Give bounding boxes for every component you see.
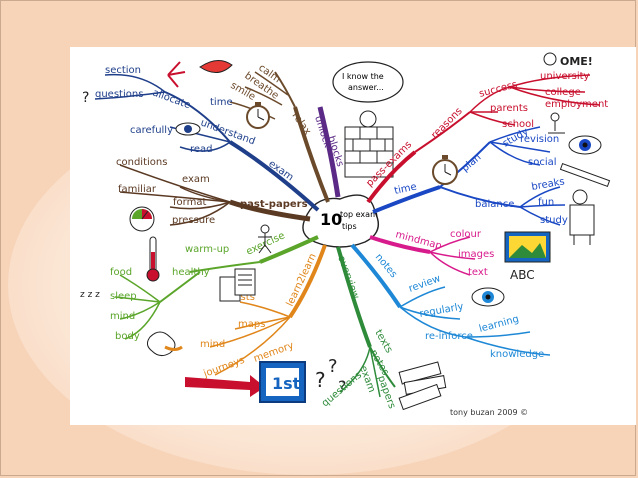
zzz-icon: z z z xyxy=(80,290,100,300)
label-balance: balance xyxy=(475,199,514,210)
stick-figure-icon xyxy=(258,224,272,254)
label-college: college xyxy=(545,87,581,98)
label-revision: revision xyxy=(520,134,559,145)
label-body: body xyxy=(115,331,140,342)
eye-icon-time xyxy=(568,135,602,155)
speech-bubble: I know the answer... xyxy=(332,61,404,103)
lists-icon xyxy=(219,268,256,302)
label-past-papers: past-papers xyxy=(240,199,308,210)
label-questions-exam: questions xyxy=(95,89,143,100)
question-mark-3: ? xyxy=(338,377,347,396)
label-allocate: allocate xyxy=(151,87,192,111)
label-school: school xyxy=(502,119,534,130)
center-number: 10 xyxy=(320,210,342,229)
label-knowledge: knowledge xyxy=(490,349,544,360)
eye-icon-exam xyxy=(175,122,201,136)
label-success: success xyxy=(478,79,519,100)
ome-figure-icon: OME! xyxy=(543,52,593,68)
mindmap-diagram: 10 top exam tips unlock blocks I know th… xyxy=(80,52,611,417)
label-social: social xyxy=(528,157,557,168)
first-label: 1st xyxy=(272,374,301,393)
bubble-line-2: answer... xyxy=(348,83,384,92)
label-colour: colour xyxy=(450,229,482,240)
brain-icon xyxy=(146,331,183,357)
branch-time: time plan study revision social balance … xyxy=(372,112,611,245)
question-mark-icon: ? xyxy=(82,90,89,106)
label-review: review xyxy=(407,273,442,295)
gauge-icon xyxy=(129,206,155,232)
label-section: section xyxy=(105,65,141,76)
label-questions-ov: questions xyxy=(320,370,364,410)
mindmap-card: 10 top exam tips unlock blocks I know th… xyxy=(70,47,636,425)
lips-icon xyxy=(199,60,233,73)
abc-label: ABC xyxy=(510,268,535,282)
first-place-box: 1st ? ? ? xyxy=(185,356,347,403)
center-line-3: tips xyxy=(342,222,357,231)
bubble-line-1: I know the xyxy=(342,72,384,81)
branch-unlock-blocks: unlock blocks xyxy=(312,106,345,198)
red-arrow-icon xyxy=(185,375,265,397)
label-carefully: carefully xyxy=(130,125,173,136)
abc-arrows-icon xyxy=(167,61,186,88)
label-familiar: familiar xyxy=(118,184,157,195)
studying-figure-icon xyxy=(548,112,565,134)
ome-label: OME! xyxy=(560,55,593,68)
label-fun: fun xyxy=(538,197,554,208)
question-mark-1: ? xyxy=(315,368,326,392)
brick-wall-image xyxy=(344,110,394,178)
branch-mindmap: mindmap colour images text ABC xyxy=(369,229,551,282)
label-time-relax: time xyxy=(210,97,233,108)
label-sleep: sleep xyxy=(110,291,137,302)
label-mind-ex: mind xyxy=(110,311,135,322)
label-exam-pp: exam xyxy=(182,174,210,185)
label-text: text xyxy=(468,267,488,278)
label-lists: lists xyxy=(235,292,255,303)
thermometer-icon xyxy=(146,236,160,282)
label-read: read xyxy=(190,144,213,155)
stopwatch-icon xyxy=(246,102,270,129)
relaxing-figure-icon xyxy=(559,162,611,245)
label-study-2: study xyxy=(540,215,568,226)
label-conditions: conditions xyxy=(116,157,167,168)
label-pressure: pressure xyxy=(172,215,215,226)
label-learning: learning xyxy=(478,314,520,335)
clock-icon xyxy=(432,155,458,185)
question-mark-2: ? xyxy=(328,356,338,377)
label-time: time xyxy=(393,181,417,196)
label-format: format xyxy=(173,197,206,208)
signature: tony buzan 2009 © xyxy=(450,408,528,417)
label-plan: plan xyxy=(460,152,484,174)
label-warm-up: warm-up xyxy=(185,244,229,255)
label-maps: maps xyxy=(238,319,265,330)
label-re-inforce: re-inforce xyxy=(425,331,473,342)
book-stack-icon xyxy=(398,361,447,411)
label-food: food xyxy=(110,267,132,278)
label-university: university xyxy=(540,71,590,82)
center-node: 10 top exam tips xyxy=(302,194,379,248)
label-journeys: journeys xyxy=(201,355,246,380)
eye-icon-notes xyxy=(471,287,505,307)
landscape-picture-icon xyxy=(504,231,551,263)
label-images: images xyxy=(458,249,494,260)
center-line-2: top exam xyxy=(340,210,378,219)
label-reasons: reasons xyxy=(429,106,464,141)
label-employment: employment xyxy=(545,99,608,110)
label-relax: relax xyxy=(290,110,313,137)
label-healthy: healthy xyxy=(172,267,210,278)
label-mind-learn: mind xyxy=(200,339,225,350)
label-parents: parents xyxy=(490,103,528,114)
label-overview: overview xyxy=(335,254,361,300)
branch-past-papers: past-papers conditions exam familiar for… xyxy=(116,157,311,232)
